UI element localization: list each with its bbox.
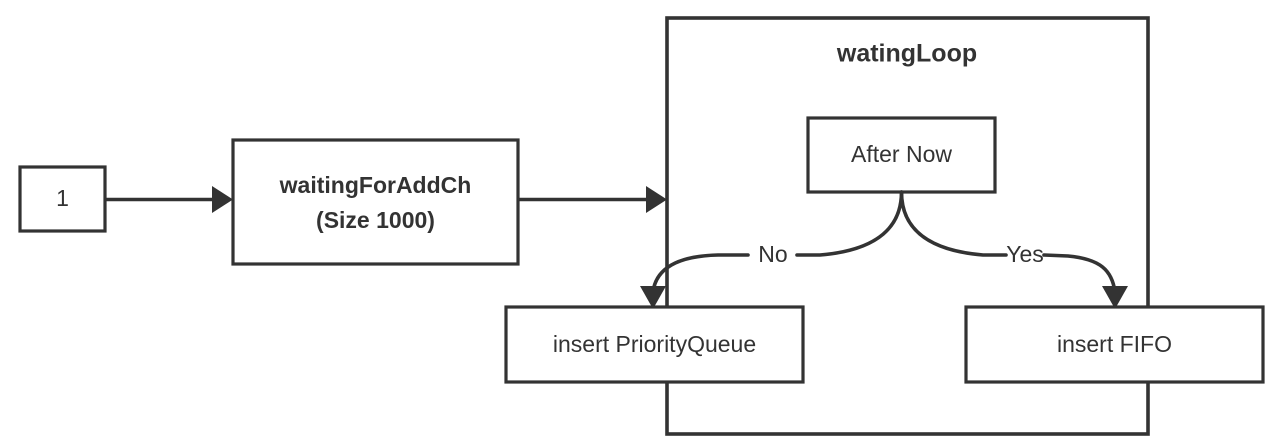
node-after-now-label: After Now xyxy=(851,141,952,167)
node-waiting-for-add-ch-label-line2: (Size 1000) xyxy=(316,207,435,233)
container-wating-loop[interactable]: watingLoop xyxy=(665,16,1150,436)
node-waiting-for-add-ch-label-line1: waitingForAddCh xyxy=(279,172,472,198)
edge-start-to-waiting-arrowhead xyxy=(212,186,233,213)
node-waiting-for-add-ch[interactable]: waitingForAddCh (Size 1000) xyxy=(231,138,520,266)
node-insert-priority-queue[interactable]: insert PriorityQueue xyxy=(504,305,805,384)
edge-yes-curve-right xyxy=(1042,253,1117,294)
node-insert-priority-queue-label: insert PriorityQueue xyxy=(553,331,756,357)
edge-no-label: No xyxy=(758,241,787,267)
edge-yes-arrowhead xyxy=(1102,286,1128,309)
edge-no-curve-right xyxy=(795,190,904,257)
edge-no-arrowhead xyxy=(640,286,666,309)
edge-after-now-to-priority-queue: No xyxy=(640,190,904,309)
node-start-label: 1 xyxy=(56,185,69,211)
node-after-now[interactable]: After Now xyxy=(806,116,997,194)
edge-waiting-to-loop-arrowhead xyxy=(646,186,667,213)
node-start-box xyxy=(18,165,107,233)
edge-yes-label: Yes xyxy=(1006,241,1044,267)
node-insert-fifo[interactable]: insert FIFO xyxy=(964,305,1265,384)
node-waiting-for-add-ch-box xyxy=(231,138,520,266)
container-wating-loop-title: watingLoop xyxy=(836,40,977,68)
node-start[interactable]: 1 xyxy=(18,165,107,233)
node-insert-fifo-box xyxy=(964,305,1265,384)
node-insert-priority-queue-box xyxy=(504,305,805,384)
edge-start-to-waiting-for-add-ch xyxy=(105,186,233,213)
container-wating-loop-border xyxy=(665,16,1150,436)
edge-yes-curve-left xyxy=(899,190,1008,257)
node-after-now-box xyxy=(806,116,997,194)
edge-no-curve-left xyxy=(651,253,750,294)
edge-after-now-to-fifo: Yes xyxy=(899,190,1128,309)
edge-waiting-for-add-ch-to-wating-loop xyxy=(518,186,667,213)
node-insert-fifo-label: insert FIFO xyxy=(1057,331,1172,357)
